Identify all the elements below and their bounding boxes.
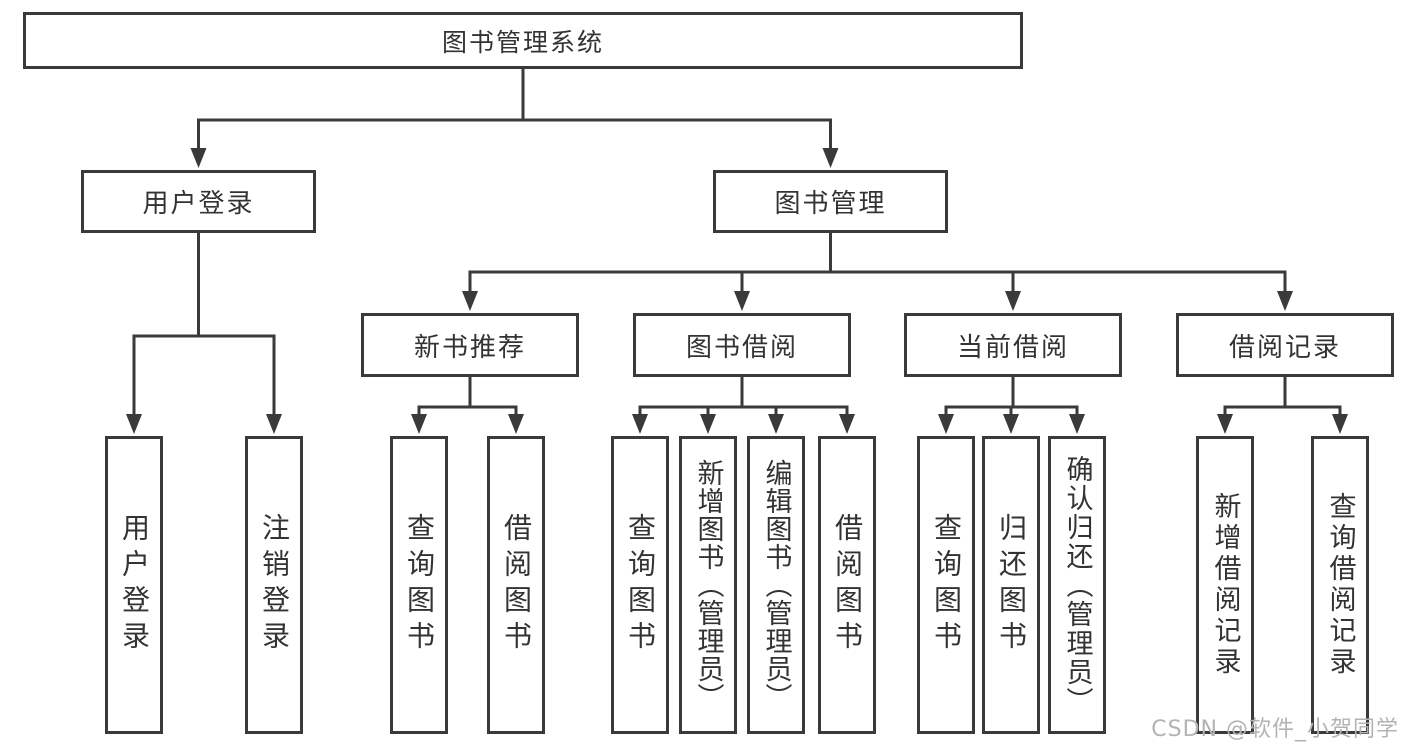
- node-leaf-query-books: 查询图书: [611, 436, 669, 734]
- node-leaf-user-login: 用户登录: [105, 436, 163, 734]
- connector-current-borrow-children: [938, 377, 1085, 434]
- connector-book-mgmt-to-level3: [462, 233, 1293, 311]
- node-leaf-edit-books-admin: 编辑图书（管理员）: [747, 436, 805, 734]
- node-label: 查询借阅记录: [1324, 492, 1356, 678]
- node-label: 借阅图书: [831, 513, 864, 657]
- node-leaf-borrow-books: 借阅图书: [818, 436, 876, 734]
- node-label: 查询图书: [930, 513, 963, 657]
- node-label: 用户登录: [142, 189, 255, 219]
- node-book-borrowing: 图书借阅: [633, 313, 851, 377]
- node-label: 新增借阅记录: [1209, 492, 1241, 678]
- connector-book-borrow-children: [632, 377, 855, 434]
- node-label: 归还图书: [995, 513, 1028, 657]
- node-label: 查询图书: [624, 513, 657, 657]
- node-label: 图书管理系统: [441, 27, 604, 57]
- connector-root-to-level2: [190, 68, 839, 168]
- node-system-root: 图书管理系统: [23, 12, 1023, 69]
- node-label: 确认归还（管理员）: [1061, 454, 1093, 716]
- node-leaf-add-books-admin: 新增图书（管理员）: [679, 436, 737, 734]
- node-leaf-return-books: 归还图书: [982, 436, 1040, 734]
- node-leaf-add-borrow-record: 新增借阅记录: [1196, 436, 1254, 734]
- node-borrow-records: 借阅记录: [1176, 313, 1394, 377]
- node-book-management: 图书管理: [713, 170, 948, 233]
- node-label: 注销登录: [258, 513, 291, 657]
- connector-user-login-children: [126, 233, 282, 434]
- node-label: 当前借阅: [956, 332, 1069, 363]
- node-leaf-logout: 注销登录: [245, 436, 303, 734]
- node-label: 用户登录: [118, 513, 151, 657]
- node-label: 新书推荐: [413, 332, 526, 363]
- node-leaf-borrow-books: 借阅图书: [487, 436, 545, 734]
- node-current-borrowing: 当前借阅: [904, 313, 1122, 377]
- node-label: 查询图书: [403, 513, 436, 657]
- connector-new-books-children: [411, 377, 524, 434]
- node-leaf-query-books: 查询图书: [390, 436, 448, 734]
- node-label: 借阅图书: [500, 513, 533, 657]
- connector-borrow-records-children: [1217, 377, 1348, 434]
- node-new-book-recommend: 新书推荐: [361, 313, 579, 377]
- node-label: 借阅记录: [1228, 332, 1341, 363]
- node-label: 图书借阅: [685, 332, 798, 363]
- node-leaf-query-borrow-record: 查询借阅记录: [1311, 436, 1369, 734]
- node-label: 新增图书（管理员）: [692, 459, 724, 711]
- node-leaf-confirm-return-admin: 确认归还（管理员）: [1048, 436, 1106, 734]
- node-label: 编辑图书（管理员）: [760, 459, 792, 711]
- node-user-login: 用户登录: [81, 170, 316, 233]
- node-label: 图书管理: [774, 189, 887, 219]
- node-leaf-query-books: 查询图书: [917, 436, 975, 734]
- csdn-watermark: CSDN @软件_小贺同学: [1151, 717, 1399, 742]
